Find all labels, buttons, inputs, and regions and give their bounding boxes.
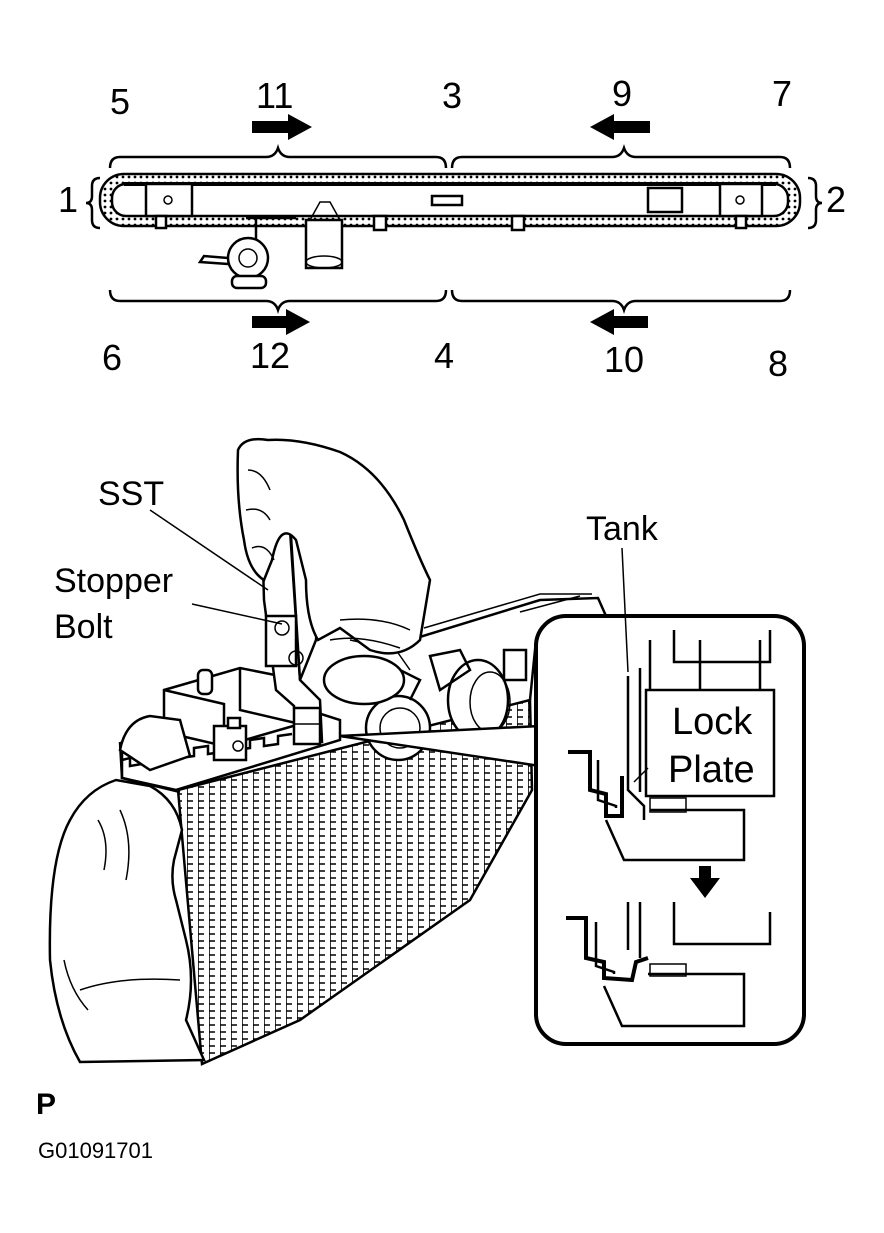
arrow-left-icon [590,309,648,335]
arrow-right-icon [252,114,312,140]
seq-number-8: 8 [768,343,788,384]
page-marker: P [36,1088,56,1121]
stopper-bolt-label-line2: Bolt [54,608,113,646]
seq-number-10: 10 [604,339,644,380]
brace-right [807,176,823,230]
brace-left [85,176,101,230]
seq-number-6: 6 [102,337,122,378]
lock-plate-label-line1: Lock [672,701,753,743]
arrow-down-icon [690,866,720,898]
seq-number-1: 1 [58,179,78,220]
brace-bottom-left [108,289,448,314]
lock-plate-label-line2: Plate [668,749,755,791]
seq-number-7: 7 [772,73,792,114]
tank-label: Tank [586,510,659,548]
brace-bottom-right [450,289,792,314]
hand-icon [48,778,206,1064]
stopper-bolt-leader-line [191,603,283,625]
radiator-upper-tank [118,666,342,794]
seq-number-9: 9 [612,73,632,114]
hand-icon [236,437,432,655]
seq-number-3: 3 [442,75,462,116]
lock-plate-inset: Tank Lock Plate [534,510,806,1046]
arrow-left-icon [590,114,650,140]
sequence-diagram: 5 11 3 9 7 1 2 6 12 4 10 8 [58,73,846,384]
lock-plate-after [566,902,772,1028]
lock-plate-label-box [644,688,776,798]
brace-top-right [450,144,792,169]
seq-number-5: 5 [110,81,130,122]
brace-top-left [108,144,448,169]
sst-label: SST [98,475,164,513]
arrow-right-icon [252,309,310,335]
lock-plate-leader-line [633,767,649,783]
seq-number-12: 12 [250,335,290,376]
seq-number-2: 2 [826,179,846,220]
seq-number-4: 4 [434,335,454,376]
tank-leader-line [621,547,629,673]
figure-id: G01091701 [38,1138,153,1163]
seq-number-11: 11 [256,75,293,116]
radiator-tank-top-view [98,172,802,290]
lock-plate-before [568,630,772,862]
stopper-bolt-label-line1: Stopper [54,562,173,600]
main-illustration: SST Stopper Bolt [48,437,608,1066]
sst-leader-line [149,509,269,591]
